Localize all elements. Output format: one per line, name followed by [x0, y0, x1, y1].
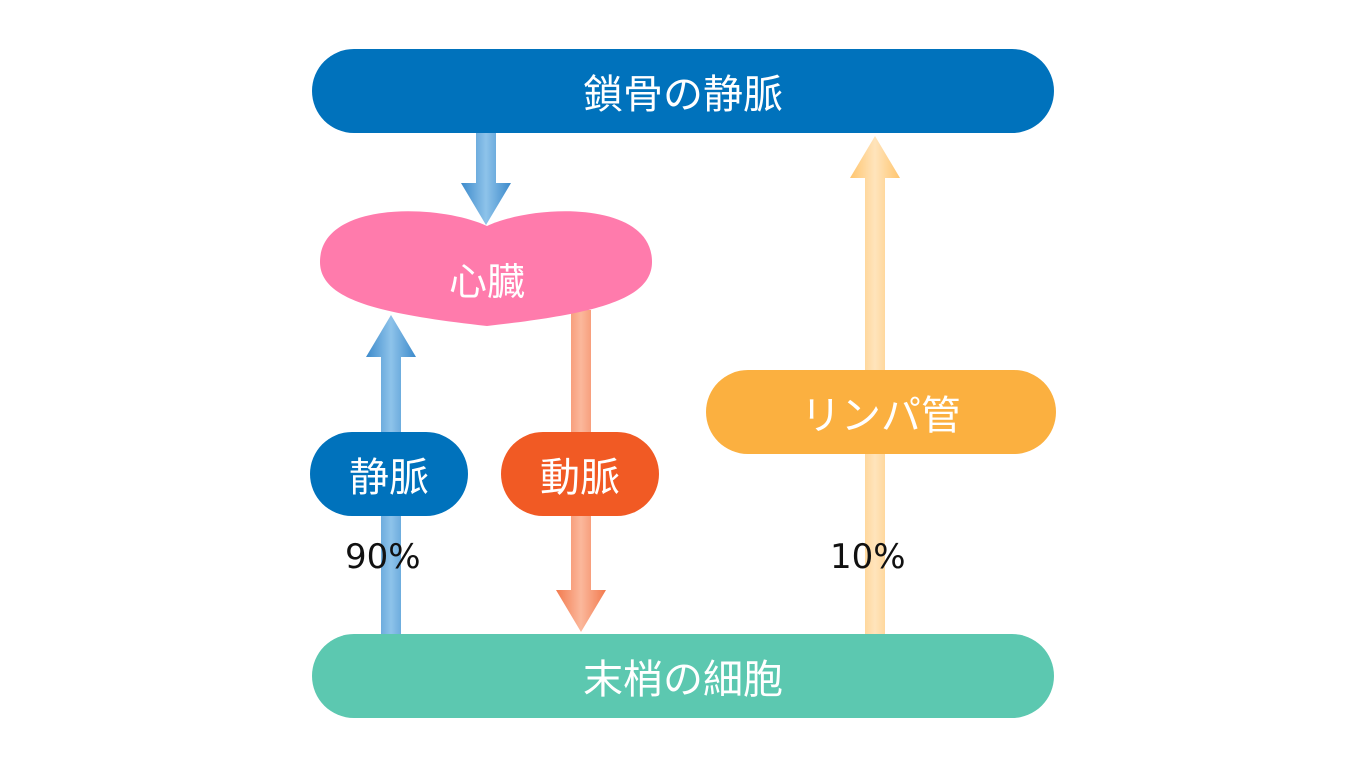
vein-percentage: 90% — [345, 537, 421, 577]
vein-badge-label: 静脈 — [349, 455, 429, 501]
arrow-subclavian-to-heart — [461, 133, 511, 225]
vein-badge: 静脈 — [310, 432, 468, 516]
heart-label: 心臓 — [448, 260, 525, 304]
artery-badge: 動脈 — [501, 432, 659, 516]
peripheral-cells-label: 末梢の細胞 — [583, 657, 783, 703]
lymph-vessel-label: リンパ管 — [801, 393, 961, 439]
lymph-vessel-box: リンパ管 — [706, 370, 1056, 454]
peripheral-cells-box: 末梢の細胞 — [312, 634, 1054, 718]
subclavian-vein-box: 鎖骨の静脈 — [312, 49, 1054, 133]
heart-shape — [320, 211, 652, 326]
artery-badge-label: 動脈 — [540, 455, 620, 501]
subclavian-vein-label: 鎖骨の静脈 — [583, 72, 783, 118]
lymph-percentage: 10% — [830, 537, 906, 577]
